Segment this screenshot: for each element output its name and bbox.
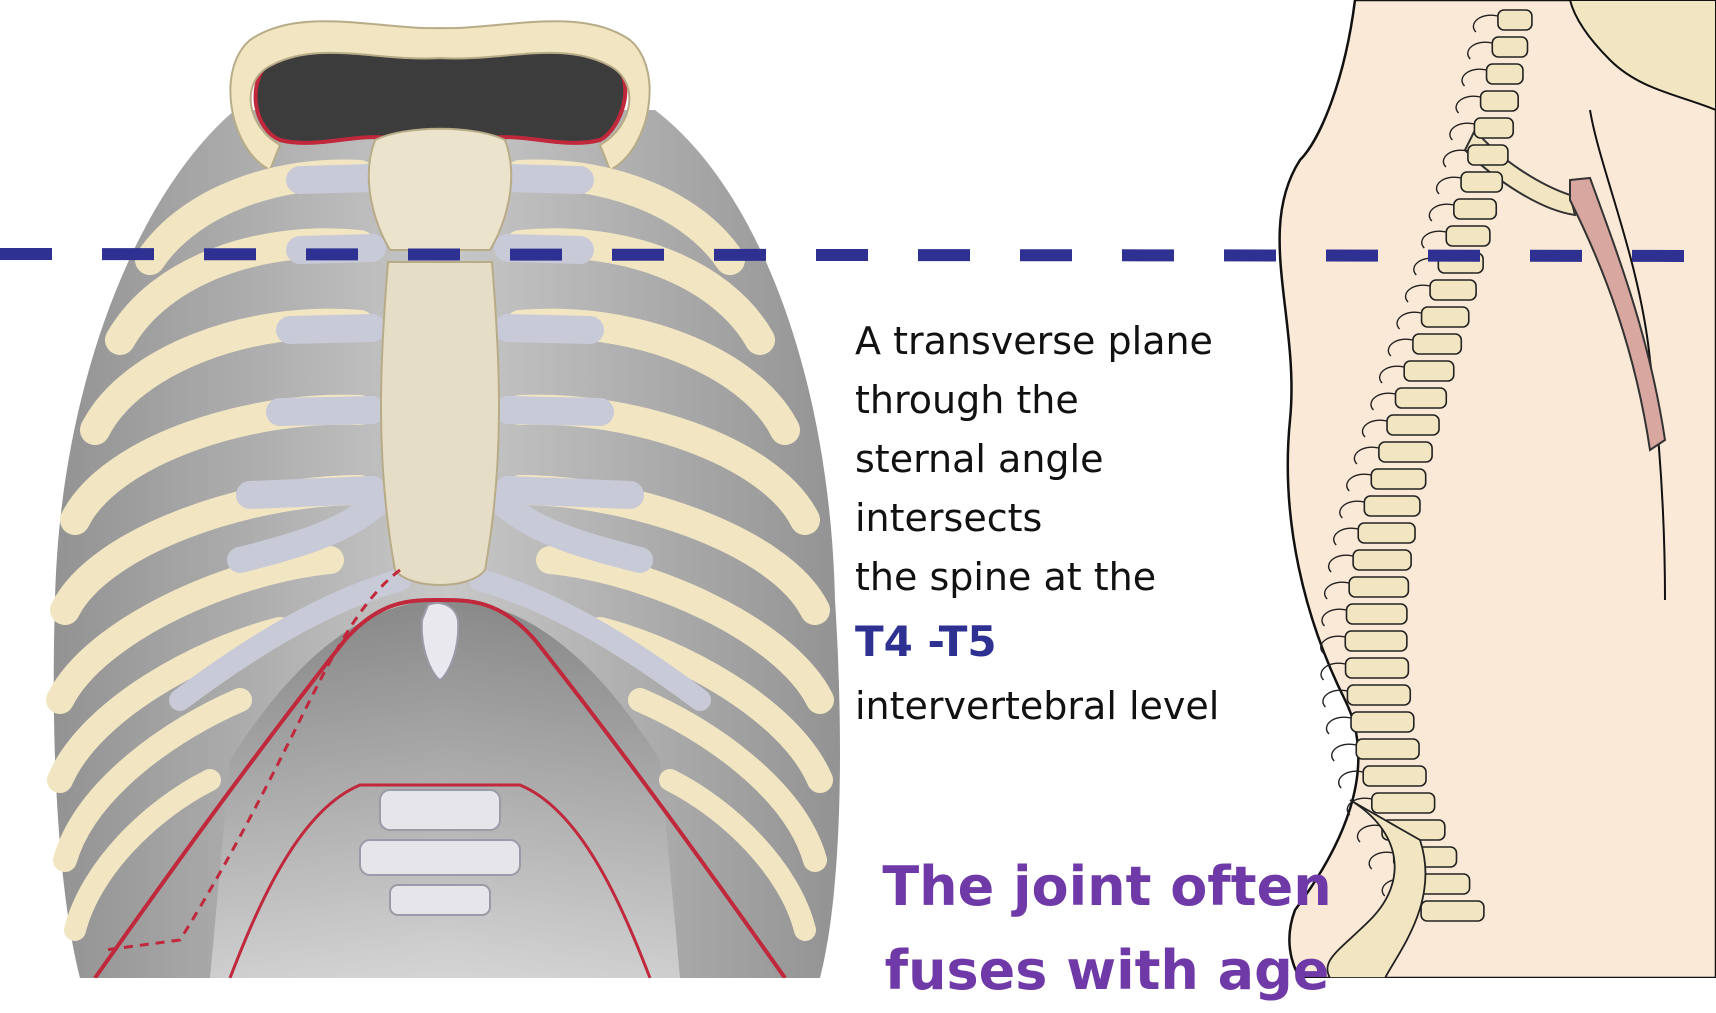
- plane-caption: A transverse plane through the sternal a…: [855, 312, 1315, 736]
- vertebra: [1355, 738, 1420, 760]
- vertebra: [1491, 36, 1529, 58]
- spinous-process: [1321, 608, 1347, 627]
- vertebra: [1412, 333, 1463, 355]
- spinous-process: [1368, 851, 1394, 870]
- sternum-lateral: [1569, 176, 1667, 452]
- spinous-process: [1338, 770, 1364, 789]
- vertebra: [1371, 792, 1436, 814]
- vertebra: [1420, 306, 1470, 328]
- spinous-process: [1467, 41, 1493, 60]
- costal-margin-outline: [93, 597, 787, 978]
- spinous-process: [1404, 284, 1431, 303]
- vertebra: [1386, 414, 1440, 436]
- costal-margin-dashed: [104, 568, 401, 952]
- vertebra: [1485, 63, 1524, 85]
- sternal-body: [380, 261, 500, 586]
- caption-line-5: the spine at the: [855, 555, 1157, 599]
- vertebra: [1370, 468, 1427, 490]
- spinous-process: [1322, 689, 1348, 708]
- spinous-process: [1327, 554, 1354, 573]
- spinous-process: [1339, 500, 1365, 519]
- spinous-process: [1435, 176, 1462, 195]
- vertebra: [1467, 144, 1509, 166]
- spinous-process: [1472, 14, 1499, 33]
- caption-line-4: intersects: [855, 496, 1043, 540]
- vertebra: [1445, 225, 1491, 247]
- vertebra: [1403, 360, 1455, 382]
- vertebra: [1344, 657, 1410, 679]
- caption-line-2: through the: [855, 378, 1079, 422]
- spinous-process: [1325, 716, 1352, 735]
- spinous-process: [1353, 446, 1380, 465]
- spinous-process: [1320, 635, 1346, 654]
- xiphoid-process: [420, 602, 460, 682]
- spinous-process: [1442, 149, 1469, 168]
- sacrum: [1326, 799, 1427, 978]
- spinous-process: [1320, 662, 1346, 681]
- spinous-process: [1378, 365, 1405, 384]
- vertebra: [1345, 603, 1408, 625]
- spinous-process: [1449, 122, 1475, 141]
- spinous-process: [1396, 311, 1422, 330]
- spinous-process: [1346, 797, 1372, 816]
- vertebra: [1362, 765, 1427, 787]
- caption-line-3: sternal angle: [855, 437, 1104, 481]
- vertebral-column: [1320, 9, 1533, 978]
- fusion-note-line-1: The joint often: [882, 855, 1332, 918]
- vertebra: [1344, 630, 1408, 652]
- rib-cage-illustration: [46, 20, 840, 978]
- vertebra: [1453, 198, 1498, 220]
- vertebra: [1350, 711, 1415, 733]
- spinous-process: [1346, 473, 1372, 492]
- spinous-process: [1324, 581, 1350, 600]
- spinous-process: [1428, 203, 1455, 222]
- lower-aperture-outline: [228, 783, 652, 978]
- first-ribs: [229, 20, 651, 172]
- spinous-process: [1421, 230, 1447, 249]
- vertebral-level: T4 -T5: [855, 617, 997, 666]
- diagram-canvas: [0, 0, 1716, 978]
- spinous-process: [1333, 527, 1359, 546]
- manubrium: [367, 127, 513, 251]
- lumbar-vertebra: [359, 789, 521, 916]
- fusion-note: The joint often fuses with age: [872, 845, 1342, 1013]
- vertebra: [1363, 495, 1421, 517]
- caption-line-6: intervertebral level: [855, 684, 1220, 728]
- caption-line-1: A transverse plane: [855, 319, 1213, 363]
- skull-fragment: [1568, 0, 1716, 112]
- vertebra: [1479, 90, 1520, 112]
- vertebra: [1346, 684, 1412, 706]
- vertebra: [1420, 900, 1485, 922]
- spinous-process: [1461, 68, 1487, 87]
- vertebra: [1497, 9, 1533, 31]
- spinous-process: [1331, 743, 1357, 762]
- vertebra: [1348, 576, 1410, 598]
- transverse-plane-line: [0, 248, 1716, 262]
- vertebra: [1473, 117, 1515, 139]
- fusion-note-line-2: fuses with age: [884, 939, 1330, 1002]
- spinous-process: [1370, 392, 1396, 411]
- vertebra: [1378, 441, 1433, 463]
- spinous-process: [1387, 338, 1414, 357]
- vertebra: [1460, 171, 1504, 193]
- vertebra: [1352, 549, 1412, 571]
- vertebra: [1357, 522, 1416, 544]
- vertebra: [1429, 279, 1477, 301]
- spine-illustration: [1278, 0, 1716, 978]
- spinous-process: [1455, 95, 1481, 114]
- spinous-process: [1361, 419, 1388, 438]
- vertebra: [1394, 387, 1448, 409]
- spinous-process: [1356, 824, 1383, 843]
- costal-cartilages: [169, 164, 711, 711]
